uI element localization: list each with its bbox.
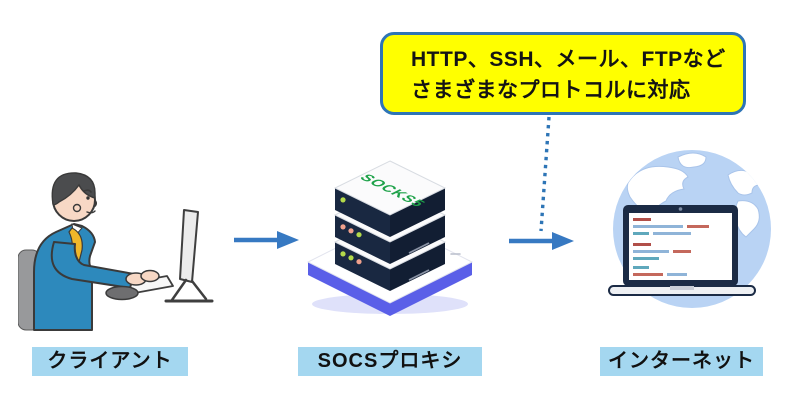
globe-with-laptop-illustration — [608, 150, 771, 308]
right-arrow-icon — [509, 232, 574, 250]
webcam-dot — [678, 207, 683, 211]
label-proxy: SOCSプロキシ — [298, 347, 482, 376]
head — [51, 172, 97, 222]
hair — [51, 172, 96, 206]
callout-line1: HTTP、SSH、メール、FTPなど — [411, 48, 726, 71]
socks5-server-stack-illustration: SOCKS5 — [306, 160, 474, 316]
client-illustration — [18, 172, 214, 331]
laptop-notch — [670, 286, 694, 290]
hands — [125, 269, 160, 286]
person-at-computer-illustration — [18, 172, 214, 331]
callout-line2: さまざまなプロトコルに対応 — [411, 79, 691, 102]
screen-content-lines — [633, 218, 709, 276]
label-internet: インターネット — [600, 347, 763, 376]
wrist-rest — [105, 285, 139, 301]
server-unit-top: SOCKS5 — [333, 160, 447, 237]
right-arrow-icon — [234, 231, 299, 249]
internet-illustration — [608, 150, 771, 308]
monitor — [164, 209, 214, 303]
laptop-screen — [629, 213, 732, 280]
laptop — [608, 205, 756, 296]
protocol-callout: HTTP、SSH、メール、FTPなど さまざまなプロトコルに対応 — [380, 32, 746, 115]
dotted-connector-line — [539, 116, 551, 232]
proxy-illustration: SOCKS5 — [306, 160, 474, 316]
label-client: クライアント — [32, 347, 188, 376]
